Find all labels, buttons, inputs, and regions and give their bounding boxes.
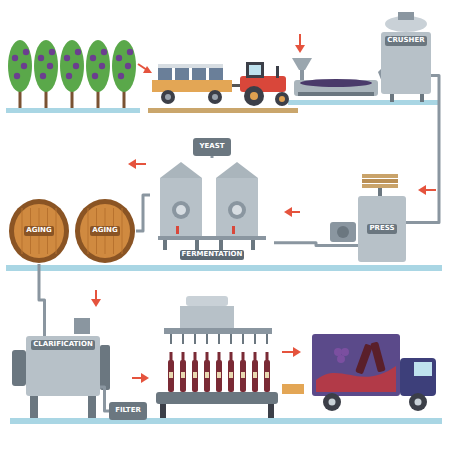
machine-label: FILTER [113,406,143,416]
pipe-connector [274,243,358,246]
crusher-tank: CRUSHER [381,32,431,94]
pipe-connector [406,75,439,222]
machine-label: AGING [24,226,53,236]
press-machine: PRESS [358,196,406,262]
machine-label: CLARIFICATION [31,340,95,350]
yeast-box: YEAST [193,138,231,156]
aging-barrel: AGING [74,198,136,264]
pipe-connector [100,387,109,411]
machine-label: CRUSHER [385,36,426,46]
machine-label: AGING [90,226,119,236]
aging-barrel: AGING [8,198,70,264]
filter-box: FILTER [109,402,147,420]
machine-label: PRESS [367,224,396,234]
fermentation-tanks: FERMENTATION [150,158,274,264]
machine-label: FERMENTATION [180,250,245,260]
clarification-machine: CLARIFICATION [26,336,100,396]
pipe-connector [136,195,150,231]
machine-label: YEAST [197,142,226,152]
pipe-connector [39,264,45,336]
pipe-connector [211,156,214,158]
